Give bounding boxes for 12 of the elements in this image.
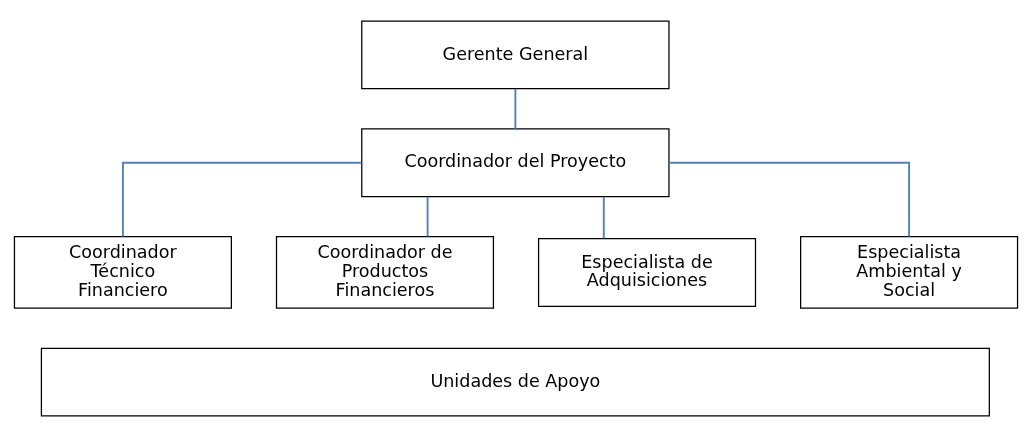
connector [602,195,605,240]
node-box: Unidades de Apoyo [40,347,990,417]
node-box: Coordinador del Proyecto [360,128,670,198]
node-box: Gerente General [360,20,670,90]
node-box: Coordinador de Productos Financieros [275,236,494,309]
node-box: Especialista de Adquisiciones [537,237,756,307]
connector [513,88,516,130]
node-box: Especialista Ambiental y Social [799,236,1018,309]
connector [426,195,429,238]
connector [121,161,362,238]
connector [667,161,910,238]
node-box: Coordinador Técnico Financiero [13,236,232,309]
